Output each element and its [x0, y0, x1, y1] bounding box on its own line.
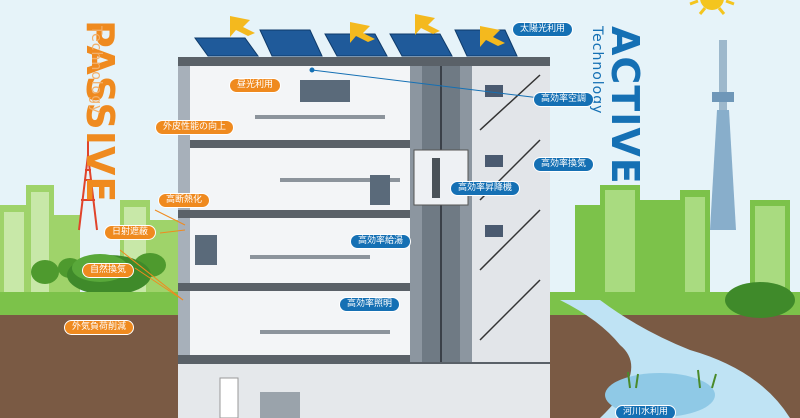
person-icon: [432, 158, 440, 198]
floor-slabs: [178, 57, 550, 364]
label-envelope: 外皮性能の向上: [155, 120, 235, 135]
label-fan: 高効率換気: [533, 157, 595, 172]
label-lighting: 高効率照明: [339, 297, 401, 312]
label-daylight: 昼光利用: [229, 78, 282, 93]
passive-subtitle: Technology: [88, 26, 104, 115]
label-river: 河川水利用: [615, 405, 677, 418]
sun-icon: [689, 0, 735, 15]
passive-title: PASSIVE: [78, 20, 122, 204]
label-water: 高効率給湯: [350, 234, 412, 249]
label-load-reduction: 外気負荷削減: [64, 320, 135, 335]
label-hvac: 高効率空調: [533, 92, 595, 107]
active-subtitle: Technology: [589, 26, 605, 115]
sunlight-arrows: [230, 14, 505, 47]
label-ventilation: 自然換気: [82, 263, 135, 278]
label-shading: 日射遮蔽: [104, 225, 157, 240]
label-solar: 太陽光利用: [512, 22, 574, 37]
tokyo-tower-icon: [78, 140, 98, 231]
skytree-icon: [710, 40, 736, 230]
river: [560, 300, 790, 418]
staircase: [479, 74, 541, 341]
active-title: ACTIVE: [603, 26, 647, 185]
label-elevator: 高効率昇降機: [450, 181, 521, 196]
label-insulation: 高断熱化: [158, 193, 211, 208]
